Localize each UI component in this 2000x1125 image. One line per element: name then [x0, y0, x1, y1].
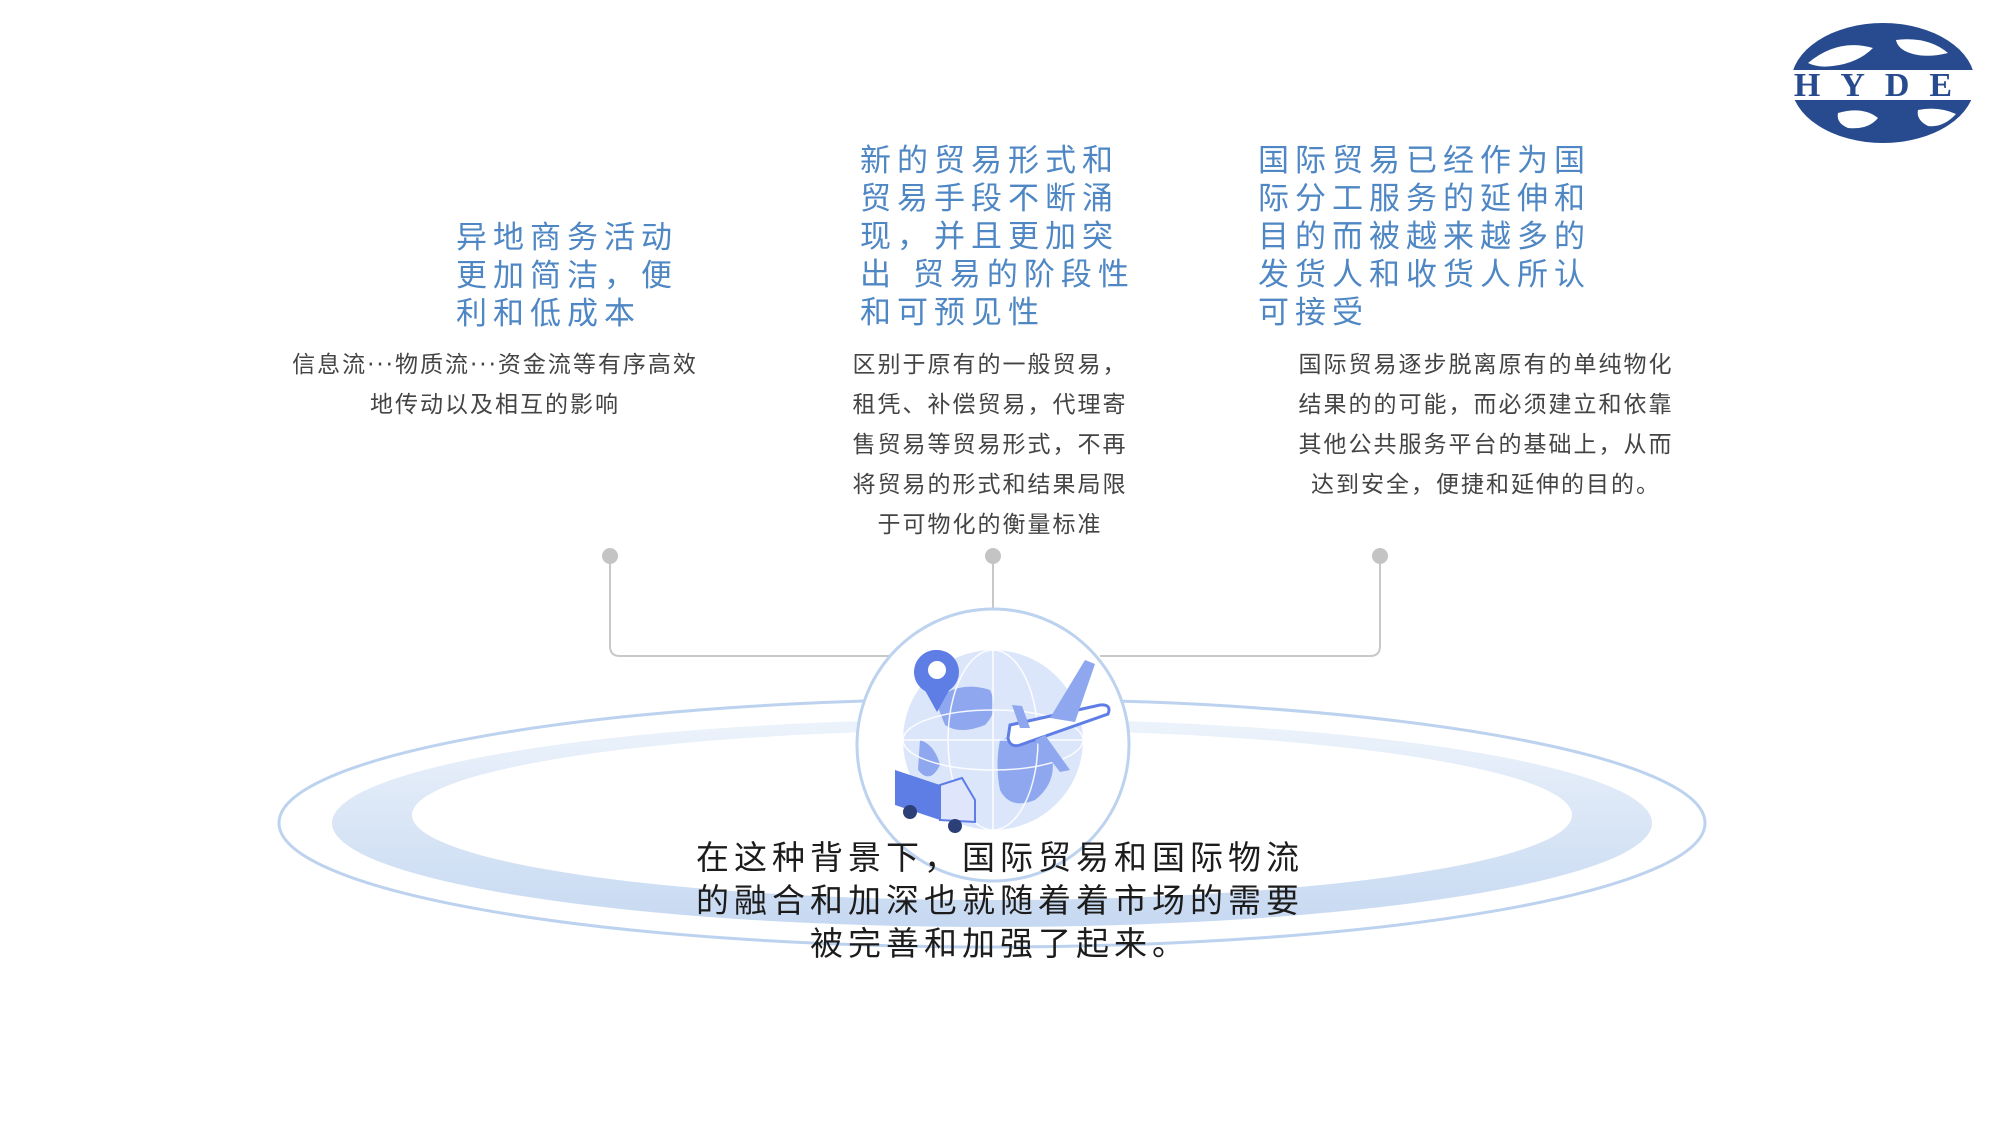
connector-lines — [609, 556, 1381, 657]
connector-dot-2 — [985, 548, 1001, 564]
column-3-title: 国际贸易已经作为国 际分工服务的延伸和 目的而被越来越多的 发货人和收货人所认 … — [1258, 143, 1591, 331]
globe-logistics-icon — [855, 607, 1131, 883]
column-1-body: 信息流···物质流···资金流等有序高效 地传动以及相互的影响 — [292, 352, 698, 418]
airplane-icon — [1006, 660, 1111, 772]
logo-text: HYDE — [1794, 67, 1972, 104]
column-2-body: 区别于原有的一般贸易， 租凭、补偿贸易，代理寄 售贸易等贸易形式，不再 将贸易的… — [852, 352, 1128, 538]
truck-icon — [895, 770, 976, 833]
column-2-title: 新的贸易形式和 贸易手段不断涌 现，并且更加突 出 贸易的阶段性 和可预见性 — [860, 143, 1135, 331]
conclusion-text: 在这种背景下，国际贸易和国际物流 的融合和加深也就随着着市场的需要 被完善和加强… — [696, 838, 1304, 963]
column-1-title: 异地商务活动 更加简洁，便 利和低成本 — [456, 220, 678, 332]
column-3-body: 国际贸易逐步脱离原有的单纯物化 结果的的可能，而必须建立和依靠 其他公共服务平台… — [1298, 352, 1674, 498]
hyde-logo: HYDE — [1778, 23, 1988, 143]
location-pin-icon — [914, 650, 959, 712]
globe-logo-icon — [1778, 23, 1988, 143]
connector-dot-3 — [1372, 548, 1388, 564]
connector-dot-1 — [602, 548, 618, 564]
